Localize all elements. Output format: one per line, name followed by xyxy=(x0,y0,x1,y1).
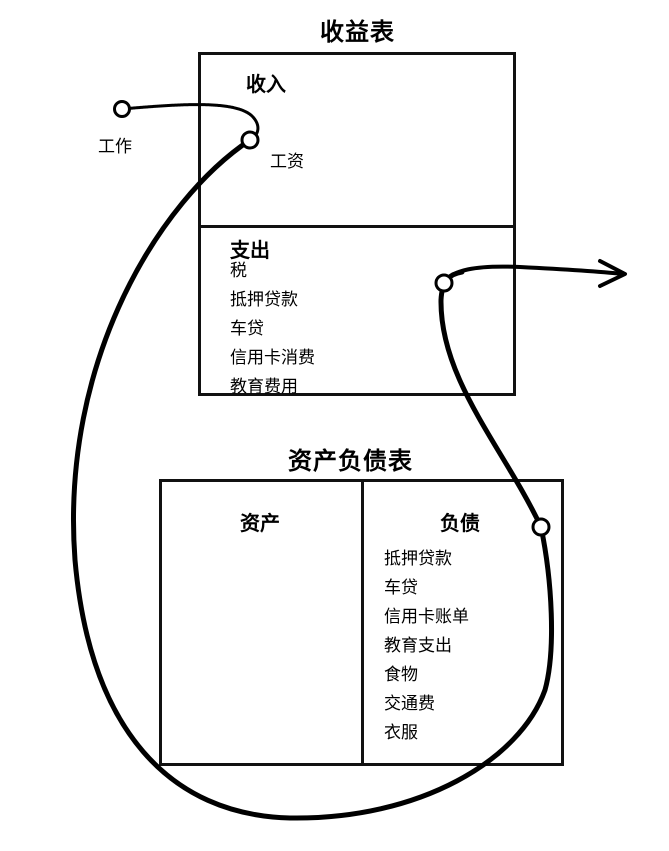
liabilities-heading: 负债 xyxy=(440,511,480,535)
assets-liabilities-divider xyxy=(361,482,364,763)
expense-item: 信用卡消费 xyxy=(230,348,315,368)
income-expense-divider xyxy=(201,225,513,228)
liability-item: 抵押贷款 xyxy=(384,549,452,569)
income-statement-title: 收益表 xyxy=(320,18,395,46)
expense-item: 教育费用 xyxy=(230,377,298,397)
expense-item: 车贷 xyxy=(230,319,264,339)
work-label: 工作 xyxy=(98,137,132,157)
balance-sheet-box xyxy=(159,479,564,766)
income-item-salary: 工资 xyxy=(270,152,304,172)
liability-item: 车贷 xyxy=(384,578,418,598)
liabilities-list: 抵押贷款 车贷 信用卡账单 教育支出 食物 交通费 衣服 xyxy=(384,545,469,748)
income-heading: 收入 xyxy=(246,72,286,96)
expense-item: 抵押贷款 xyxy=(230,290,298,310)
arrow-head-icon xyxy=(598,259,627,288)
liability-item: 食物 xyxy=(384,665,418,685)
expenses-list: 税 抵押贷款 车贷 信用卡消费 教育费用 xyxy=(230,257,315,402)
balance-sheet-title: 资产负债表 xyxy=(288,447,413,475)
liability-item: 衣服 xyxy=(384,723,418,743)
liability-item: 交通费 xyxy=(384,694,435,714)
work-node xyxy=(113,100,131,118)
assets-heading: 资产 xyxy=(240,511,280,535)
liability-item: 教育支出 xyxy=(384,636,452,656)
liability-item: 信用卡账单 xyxy=(384,607,469,627)
expense-item: 税 xyxy=(230,261,247,281)
